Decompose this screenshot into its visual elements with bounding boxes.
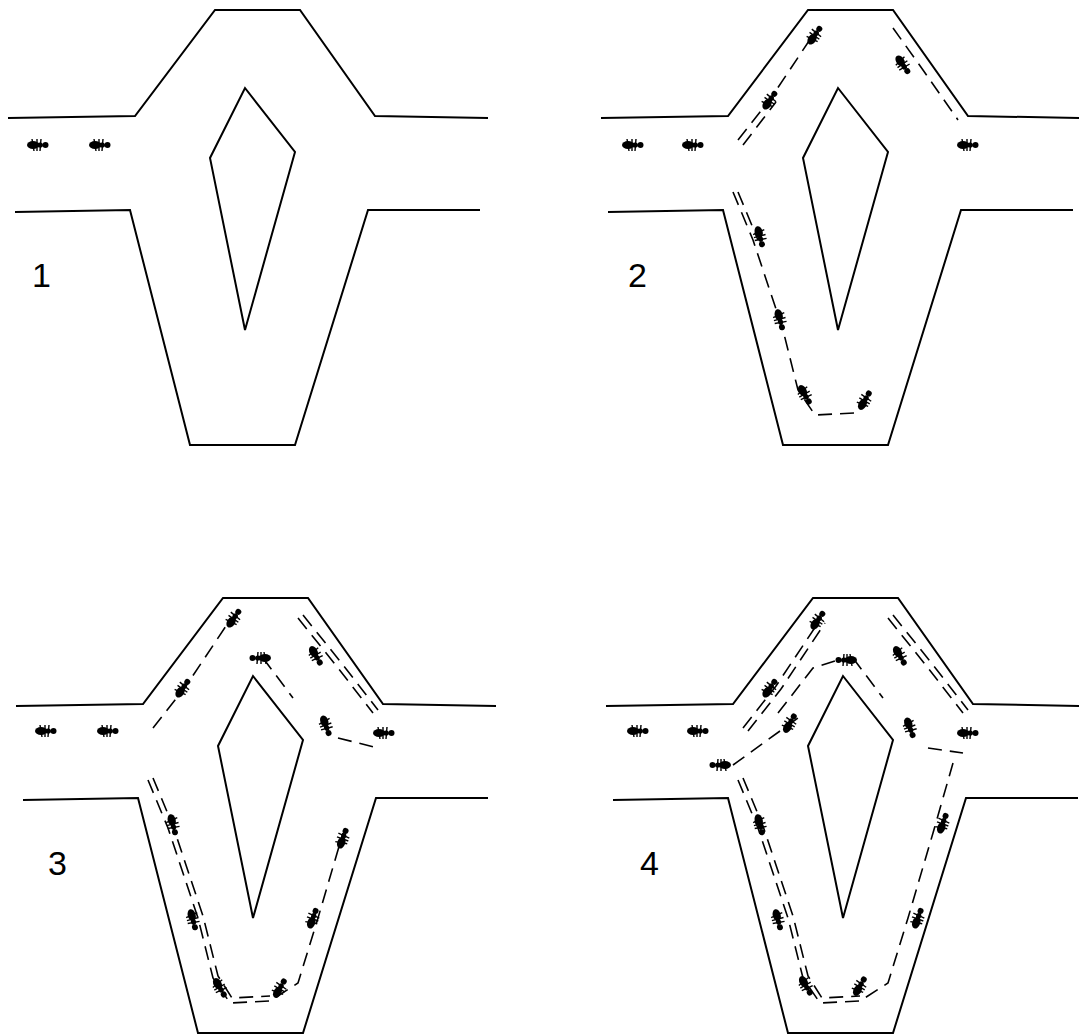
panel-one xyxy=(8,10,488,445)
panel-three xyxy=(16,598,496,1033)
panel-number: 2 xyxy=(628,258,647,292)
panel-number: 3 xyxy=(48,846,67,880)
panel-number: 4 xyxy=(640,846,659,880)
panel-two xyxy=(601,10,1079,445)
panel-four xyxy=(606,598,1079,1033)
panel-number: 1 xyxy=(32,258,51,292)
